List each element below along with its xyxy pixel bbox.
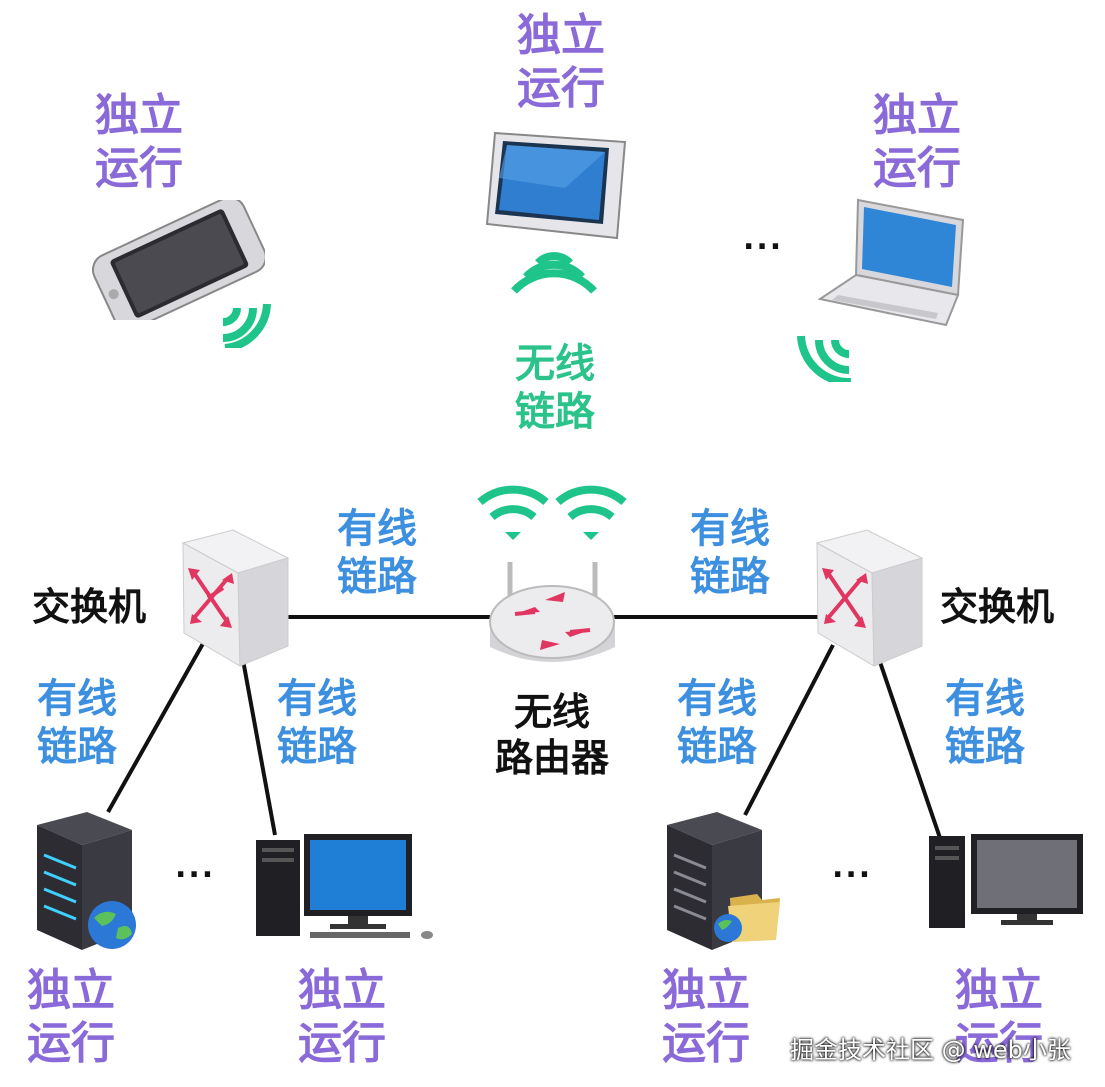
switch-icon bbox=[181, 529, 290, 667]
desktop-pc-icon bbox=[256, 834, 433, 939]
web-server-icon bbox=[37, 812, 136, 950]
label-wired-link-left-pc: 有线 链路 bbox=[277, 676, 357, 770]
link-switch-left-server bbox=[106, 639, 207, 813]
ellipsis-bottom-right: ... bbox=[832, 850, 873, 885]
label-standalone-tablet: 独立 运行 bbox=[517, 10, 605, 114]
link-switch-right-server bbox=[743, 644, 835, 816]
label-standalone-server-right: 独立 运行 bbox=[662, 965, 750, 1069]
smartphone-icon bbox=[91, 200, 265, 320]
wifi-signal-icon bbox=[511, 252, 597, 294]
label-wired-link-right-pc: 有线 链路 bbox=[945, 676, 1025, 770]
wifi-signal-icon bbox=[222, 303, 271, 348]
label-switch-right: 交换机 bbox=[940, 585, 1055, 629]
desktop-pc-icon bbox=[929, 834, 1083, 928]
file-server-icon bbox=[667, 812, 780, 950]
link-switch-left-pc bbox=[241, 659, 277, 836]
wireless-router-icon bbox=[489, 562, 615, 662]
tablet-icon bbox=[485, 131, 627, 240]
wifi-signal-icon bbox=[797, 335, 851, 382]
watermark: 掘金技术社区 @ web小张 bbox=[790, 1036, 1071, 1064]
label-switch-left: 交换机 bbox=[32, 585, 147, 629]
label-standalone-pc-left: 独立 运行 bbox=[298, 965, 386, 1069]
label-wireless-router: 无线 路由器 bbox=[495, 690, 610, 780]
label-wired-link-left-top: 有线 链路 bbox=[337, 506, 417, 600]
link-switch-right-pc bbox=[878, 661, 942, 839]
label-wired-link-right-top: 有线 链路 bbox=[690, 506, 770, 600]
ellipsis-bottom-left: ... bbox=[175, 850, 216, 885]
label-standalone-pc-right: 独立 运行 bbox=[955, 965, 1043, 1069]
label-standalone-server-left: 独立 运行 bbox=[27, 965, 115, 1069]
ellipsis-top: ... bbox=[743, 222, 784, 257]
laptop-icon bbox=[818, 198, 965, 327]
label-wired-link-right-server: 有线 链路 bbox=[677, 676, 757, 770]
label-standalone-laptop: 独立 运行 bbox=[873, 90, 961, 194]
label-wired-link-left-server: 有线 链路 bbox=[37, 676, 117, 770]
wifi-icon bbox=[477, 485, 627, 540]
label-standalone-phone: 独立 运行 bbox=[95, 90, 183, 194]
label-wireless-link: 无线 链路 bbox=[515, 341, 595, 435]
switch-icon bbox=[815, 529, 924, 667]
